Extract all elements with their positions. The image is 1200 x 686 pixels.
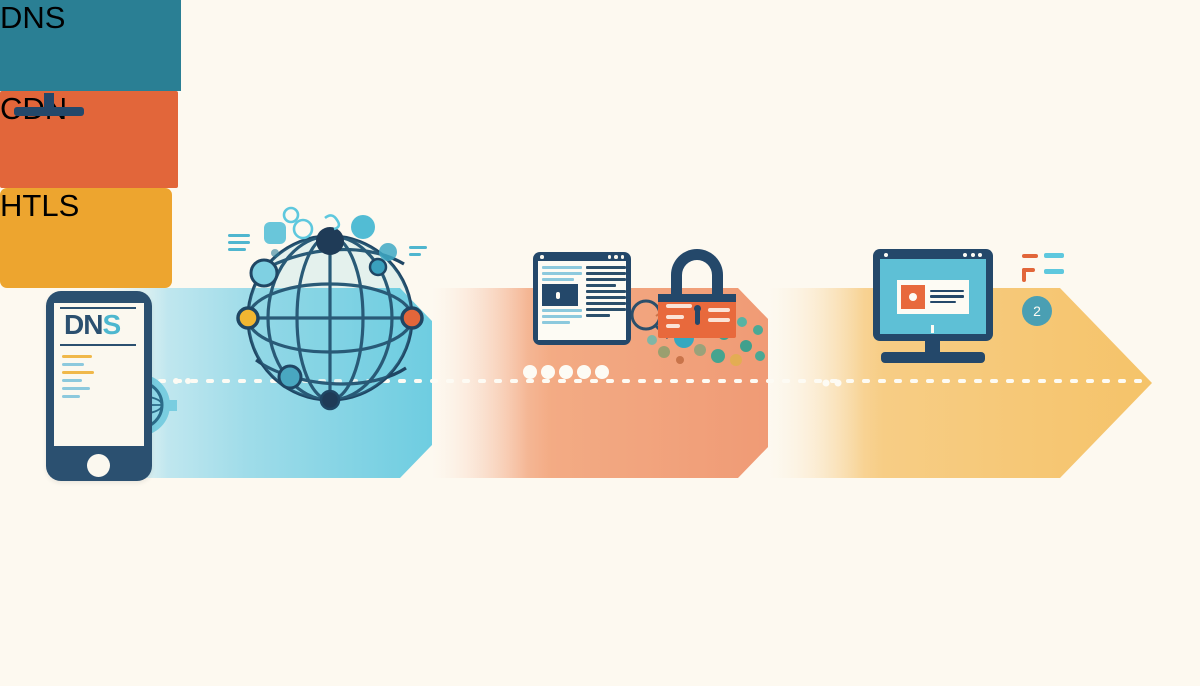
phone-dns-title-part-a: DN	[64, 309, 103, 340]
padlock-shackle	[671, 249, 723, 301]
smartphone-icon: DNS	[46, 291, 152, 481]
globe-nodes	[236, 227, 424, 411]
media-thumbnail	[901, 284, 925, 309]
browser-page-content	[538, 261, 626, 340]
monitor-indicator-dot	[884, 253, 888, 257]
media-card-text-lines	[930, 289, 964, 304]
browser-column-right	[586, 266, 626, 335]
phone-dns-title: DNS	[64, 309, 121, 340]
globe-decor-shapes	[228, 215, 427, 261]
stage-label-htls[interactable]: HTLS	[0, 188, 172, 288]
browser-window-dots	[607, 255, 624, 259]
browser-column-left	[542, 266, 582, 335]
status-badge[interactable]: 2	[1022, 296, 1052, 326]
browser-indicator-dot	[540, 255, 544, 259]
monitor-window-dots	[963, 253, 982, 257]
phone-home-button[interactable]	[87, 454, 110, 477]
padlock-icon	[658, 249, 736, 359]
browser-window-icon	[533, 252, 631, 345]
browser-stand-base	[14, 107, 84, 116]
padlock-top-bar	[658, 294, 736, 302]
stage-label-dns[interactable]: DNS	[0, 0, 181, 91]
monitor-led	[931, 325, 934, 333]
monitor-screen	[880, 259, 986, 334]
globe-surface-fill	[248, 236, 412, 400]
globe-decor-specks	[282, 206, 341, 240]
phone-dns-title-part-b: S	[102, 309, 121, 340]
tick-marks-decor	[1022, 253, 1064, 282]
phone-screen: DNS	[54, 303, 144, 446]
monitor-stand-base	[881, 352, 985, 363]
small-status-icons-row	[523, 365, 609, 379]
media-card	[897, 279, 969, 314]
monitor-stand-neck	[925, 341, 940, 354]
line-dot-accents	[173, 378, 842, 387]
browser-stand-neck	[44, 93, 54, 109]
desktop-monitor-icon	[873, 249, 993, 369]
browser-thumbnail	[542, 284, 578, 306]
padlock-keyhole	[694, 305, 701, 325]
